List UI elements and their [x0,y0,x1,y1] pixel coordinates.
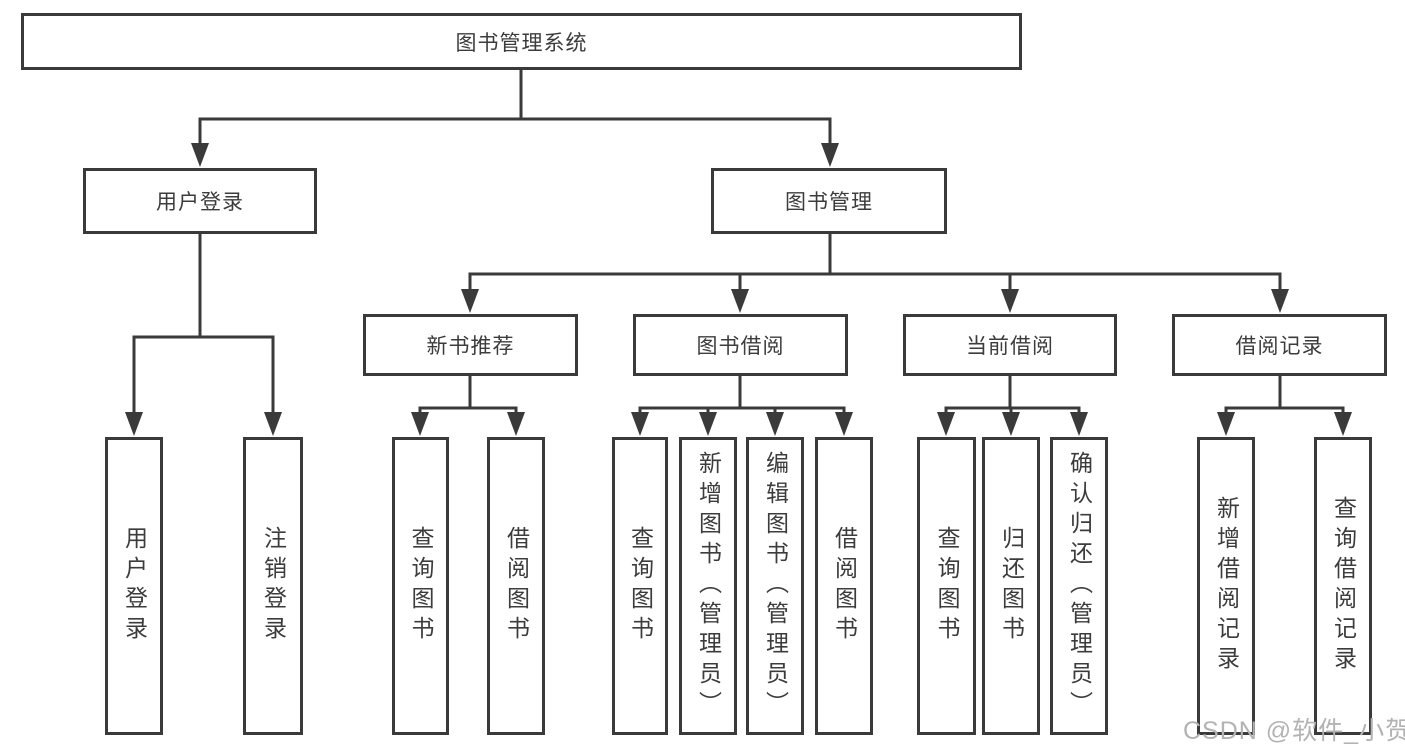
leaf-query-book-1: 查询图书 [392,437,449,735]
leaf-return-book: 归还图书 [982,437,1040,735]
node-book-management: 图书管理 [711,168,947,234]
arrowheads [125,143,1352,436]
leaf-query-book-2: 查询图书 [612,437,668,735]
leaf-return-book-label: 归还图书 [998,526,1025,646]
leaf-confirm-return-admin: 确认归还（管理员） [1050,437,1108,735]
leaf-add-borrow-record-label: 新增借阅记录 [1213,496,1240,676]
leaf-logout-label: 注销登录 [260,526,287,646]
node-new-book-recommendation: 新书推荐 [363,314,578,376]
leaf-borrow-book-1-label: 借阅图书 [503,526,530,646]
node-user-login: 用户登录 [83,168,317,234]
leaf-borrow-book-2-label: 借阅图书 [831,526,858,646]
leaf-user-login: 用户登录 [105,437,163,735]
node-root: 图书管理系统 [21,13,1022,70]
leaf-query-book-1-label: 查询图书 [408,526,434,646]
node-current-borrowing: 当前借阅 [903,314,1117,376]
leaf-query-book-3-label: 查询图书 [934,526,960,646]
leaf-query-borrow-record: 查询借阅记录 [1314,437,1372,735]
leaf-query-borrow-record-label: 查询借阅记录 [1330,496,1357,676]
leaf-borrow-book-1: 借阅图书 [487,437,545,735]
leaf-query-book-3: 查询图书 [917,437,976,735]
node-borrowing-records: 借阅记录 [1172,314,1387,376]
leaf-query-book-2-label: 查询图书 [627,526,654,646]
csdn-watermark: CSDN @软件_小贺同学 [1183,717,1405,745]
node-book-borrowing: 图书借阅 [633,314,848,376]
leaf-borrow-book-2: 借阅图书 [815,437,873,735]
leaf-user-login-label: 用户登录 [121,526,148,646]
leaf-add-book-admin-label: 新增图书（管理员） [695,451,722,721]
leaf-add-borrow-record: 新增借阅记录 [1197,437,1255,735]
leaf-edit-book-admin-label: 编辑图书（管理员） [762,451,789,721]
leaf-confirm-return-admin-label: 确认归还（管理员） [1066,451,1093,721]
leaf-logout: 注销登录 [243,437,303,735]
leaf-edit-book-admin: 编辑图书（管理员） [746,437,804,735]
leaf-add-book-admin: 新增图书（管理员） [679,437,737,735]
